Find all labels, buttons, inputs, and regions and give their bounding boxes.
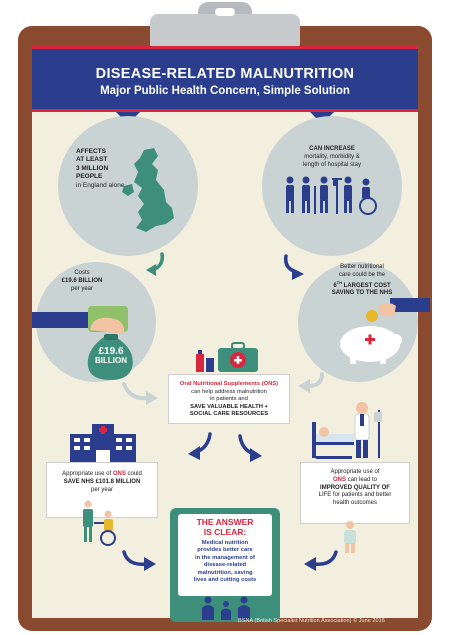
arrow-costs-to-ons bbox=[122, 382, 158, 405]
right-box-line1: Appropriate use of bbox=[330, 469, 380, 475]
saving-circle bbox=[298, 262, 418, 382]
affects-text: AFFECTS AT LEAST 3 MILLION PEOPLE in Eng… bbox=[76, 148, 124, 190]
ons-box-line5: SOCIAL CARE RESOURCES bbox=[189, 411, 269, 418]
answer-body1: Medical nutrition bbox=[201, 540, 249, 546]
child-patient-icon bbox=[344, 521, 356, 553]
increase-line3: length of hospital stay bbox=[302, 161, 362, 168]
ons-box-line2: can help address malnutrition bbox=[191, 388, 267, 395]
family-icon bbox=[202, 596, 250, 620]
arrow-ons-to-left-box bbox=[188, 432, 212, 460]
affects-line4: PEOPLE bbox=[76, 173, 103, 181]
hospital-building-icon bbox=[70, 424, 136, 462]
ons-box-line1: Oral Nutritional Supplements (ONS) bbox=[179, 381, 279, 387]
right-box-line3: IMPROVED QUALITY OF bbox=[320, 484, 390, 491]
costs-line2: £19.6 BILLION bbox=[61, 277, 103, 284]
header-banner: DISEASE-RELATED MALNUTRITION Major Publi… bbox=[32, 46, 418, 112]
page-subtitle: Major Public Health Concern, Simple Solu… bbox=[100, 85, 350, 97]
affects-line5: in England alone bbox=[76, 181, 125, 189]
arrow-right-to-answer bbox=[304, 550, 338, 571]
bag-amount: £19.6 bbox=[98, 346, 124, 357]
money-bag-icon bbox=[32, 306, 133, 380]
saving-rank-suffix: TH bbox=[336, 279, 342, 285]
answer-body2: provides better care bbox=[197, 547, 253, 554]
answer-body: Medical nutrition provides better care i… bbox=[180, 540, 270, 584]
increase-line1: CAN INCREASE bbox=[309, 146, 355, 152]
supplements-kit-icon bbox=[196, 342, 258, 372]
answer-card bbox=[178, 514, 272, 596]
arrow-left-to-answer bbox=[122, 550, 156, 571]
left-box-ons: ONS bbox=[112, 471, 126, 477]
saving-line4: SAVING TO THE NHS bbox=[331, 290, 393, 297]
answer-heading2: IS CLEAR: bbox=[203, 526, 247, 537]
answer-body4: disease-related bbox=[203, 562, 247, 569]
arrow-affects-to-costs bbox=[146, 252, 165, 276]
saving-text: Better nutritional care could be the 6TH… bbox=[322, 264, 402, 298]
answer-heading: THE ANSWER IS CLEAR: bbox=[178, 517, 272, 538]
arrow-increase-to-saving bbox=[283, 254, 304, 280]
costs-text: Costs £19.6 BILLION per year bbox=[52, 270, 112, 293]
footer-credit: BSNA (British Specialist Nutrition Assoc… bbox=[238, 618, 385, 624]
affects-line1: AFFECTS bbox=[76, 148, 106, 155]
right-box-line2: can lead to bbox=[345, 476, 378, 483]
patients-icon bbox=[286, 176, 377, 215]
arrow-saving-to-ons bbox=[298, 372, 324, 393]
saving-line3: LARGEST COST bbox=[342, 282, 391, 289]
hospital-bed-icon bbox=[312, 402, 382, 459]
increase-circle bbox=[262, 116, 402, 256]
answer-body3: in the management of bbox=[195, 554, 255, 561]
ons-box-line4: SAVE VALUABLE HEALTH + bbox=[190, 403, 268, 410]
arrow-ons-to-right-box bbox=[238, 434, 262, 462]
ons-box-line3: in patients and bbox=[210, 396, 248, 403]
page-title: DISEASE-RELATED MALNUTRITION bbox=[95, 66, 355, 82]
left-box-line3: per year bbox=[90, 486, 113, 493]
answer-body6: lives and cutting costs bbox=[193, 577, 257, 584]
right-box-line4: LIFE for patients and better bbox=[318, 492, 392, 499]
left-box-line1b: could bbox=[125, 471, 142, 477]
costs-line1: Costs bbox=[74, 270, 90, 276]
uk-map-icon bbox=[122, 148, 174, 232]
left-box: Appropriate use of ONS could SAVE NHS £1… bbox=[46, 462, 158, 518]
affects-line3: 3 MILLION bbox=[76, 164, 109, 172]
left-box-line1a: Appropriate use of bbox=[62, 471, 113, 477]
wheelchair-nurse-icon bbox=[83, 500, 116, 546]
answer-body5: malnutrition, saving bbox=[197, 569, 253, 576]
money-bag-label: £19.6 BILLION bbox=[86, 346, 136, 366]
costs-line3: per year bbox=[70, 285, 93, 292]
saving-rank: 6 bbox=[333, 282, 337, 289]
answer-heading1: THE ANSWER bbox=[196, 517, 254, 527]
affects-line2: AT LEAST bbox=[76, 156, 108, 164]
saving-line1: Better nutritional bbox=[340, 264, 384, 270]
piggy-bank-icon bbox=[340, 298, 430, 364]
increase-line2: mortality, morbidity & bbox=[304, 153, 360, 160]
clipboard-clip-hole bbox=[215, 8, 235, 16]
right-box-line5: health outcomes bbox=[332, 500, 378, 507]
left-box-line2: SAVE NHS £101.8 MILLION bbox=[63, 478, 141, 485]
bag-unit: BILLION bbox=[95, 356, 127, 365]
ons-box: Oral Nutritional Supplements (ONS) can h… bbox=[168, 374, 290, 424]
right-box: Appropriate use of ONS can lead to IMPRO… bbox=[300, 462, 410, 524]
saving-line2: care could be the bbox=[338, 271, 386, 278]
increase-text: CAN INCREASE mortality, morbidity & leng… bbox=[280, 146, 384, 169]
right-box-ons: ONS bbox=[332, 476, 346, 483]
